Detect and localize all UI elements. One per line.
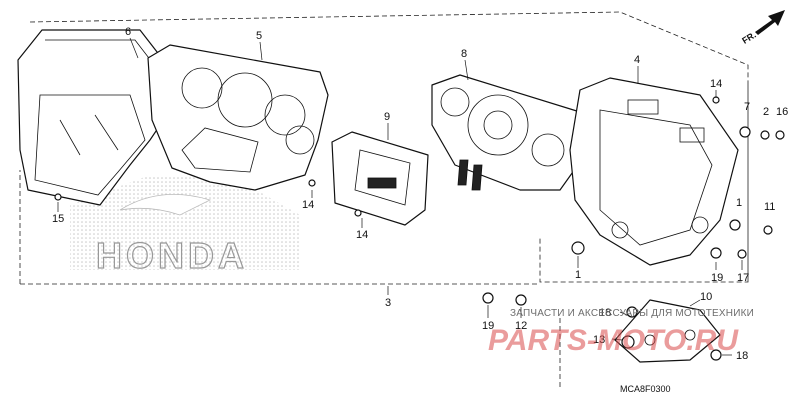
callout-1-left: 1	[575, 269, 581, 281]
diagram-code: MCA8F0300	[620, 384, 671, 394]
leader-lines	[57, 37, 743, 356]
callout-14-right: 14	[710, 78, 722, 90]
front-arrow-icon	[755, 10, 785, 35]
callout-6: 6	[125, 26, 131, 38]
watermark-caption: ЗАПЧАСТИ И АКСЕССУАРЫ ДЛЯ МОТОТЕХНИКИ	[510, 308, 754, 319]
display-unit	[331, 131, 429, 226]
watermark-brand: PARTS-MOTO.RU	[488, 324, 739, 357]
callout-12: 12	[515, 320, 527, 332]
callout-11: 11	[764, 201, 775, 213]
callout-2: 2	[763, 106, 769, 118]
callout-18-right: 18	[736, 350, 748, 362]
callout-1-right: 1	[736, 197, 742, 209]
honda-decal-text: HONDA	[96, 235, 248, 276]
callout-15: 15	[52, 213, 64, 225]
combination-meter	[431, 74, 586, 191]
callout-18-left: 18	[599, 307, 611, 319]
callout-19-right: 19	[711, 272, 723, 284]
callout-4: 4	[634, 54, 640, 66]
callout-7: 7	[744, 101, 750, 113]
callout-16: 16	[776, 106, 788, 118]
callout-19-bottom: 19	[482, 320, 494, 332]
callout-13: 13	[593, 334, 605, 346]
watermark: ЗАПЧАСТИ И АКСЕССУАРЫ ДЛЯ МОТОТЕХНИКИ PA…	[488, 308, 754, 357]
callout-17: 17	[737, 272, 749, 284]
callout-8: 8	[461, 48, 467, 60]
callout-14-bottom: 14	[356, 229, 368, 241]
meter-panel-bezel	[147, 44, 329, 191]
meter-rear-case	[569, 77, 739, 266]
callout-10: 10	[700, 291, 712, 303]
front-direction-indicator: FR.	[740, 10, 785, 46]
assembly-outline	[19, 11, 749, 388]
callout-labels: 6 5 8 4 9 14 14 14 7 2 16 15 3 1 11 1 19…	[52, 26, 788, 362]
callout-5: 5	[256, 30, 262, 42]
bracket	[614, 299, 721, 363]
callout-3: 3	[385, 297, 391, 309]
callout-9: 9	[384, 111, 390, 123]
hardware	[54, 96, 785, 361]
callout-14-left: 14	[302, 199, 314, 211]
honda-decal: HONDA	[70, 175, 300, 277]
